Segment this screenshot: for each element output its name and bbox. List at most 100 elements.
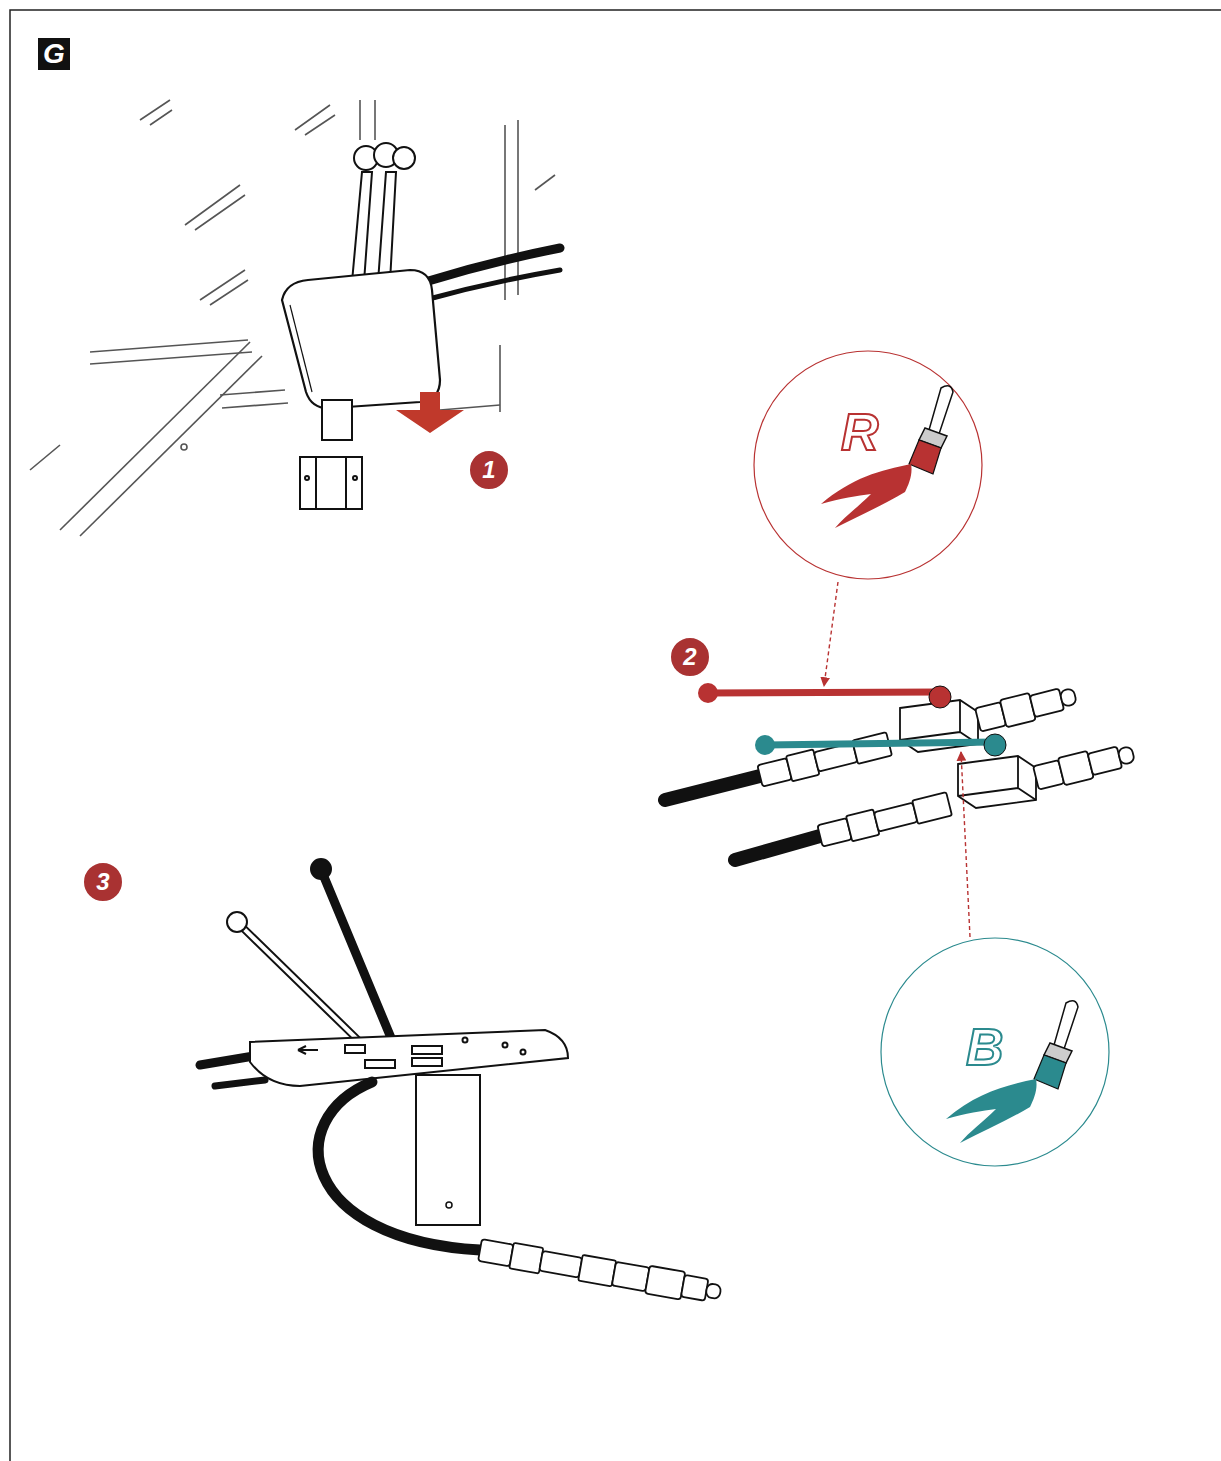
brush-handle (1054, 1001, 1078, 1049)
cab-window (30, 100, 555, 536)
callout-circle (881, 938, 1109, 1166)
hose-fitting (478, 1236, 723, 1306)
cable (215, 1080, 265, 1086)
screw (521, 1050, 526, 1055)
plate (250, 1030, 568, 1086)
page-frame (10, 10, 1221, 1461)
control-levers (352, 143, 415, 282)
coupler (681, 1275, 708, 1301)
brush-bristles (1034, 1055, 1066, 1089)
bracket-slot (316, 457, 346, 509)
glass-hatch (185, 185, 245, 230)
paint-brush (946, 1001, 1078, 1143)
screw (305, 476, 309, 480)
down-arrow (396, 392, 464, 433)
paint-brush (821, 386, 953, 528)
frame-line (504, 125, 506, 300)
hose (735, 836, 820, 860)
paint-letter: B (966, 1021, 1004, 1073)
callout-number: 1 (469, 450, 509, 490)
lever (352, 172, 372, 282)
callout-number: 2 (670, 637, 710, 677)
glass-hatch (140, 100, 172, 125)
fitting (874, 803, 918, 832)
glass-hatch (200, 270, 248, 305)
callout-badge (83, 862, 123, 902)
cable (425, 248, 560, 282)
lever (240, 925, 358, 1040)
lever-knob (227, 912, 247, 932)
circle-outline (753, 350, 983, 580)
lever-pivot (929, 686, 951, 708)
fitting (852, 732, 892, 764)
hoses (665, 776, 820, 860)
slot (345, 1045, 365, 1053)
frame-line (220, 390, 285, 395)
housing-edge (290, 305, 312, 392)
mount-tab (322, 400, 352, 440)
lever-plate (250, 1030, 568, 1086)
section-badge (38, 38, 70, 70)
lever-knob (755, 735, 775, 755)
fitting (478, 1239, 513, 1266)
frame-line (359, 100, 361, 140)
valve-body (958, 756, 1036, 808)
valve-edge (958, 756, 1036, 800)
mount-bracket (300, 457, 362, 509)
lever (322, 872, 394, 1045)
callout-number: 3 (83, 862, 123, 902)
frame-line (440, 405, 500, 410)
frame-line (222, 403, 288, 408)
plate-arrow (298, 1046, 318, 1054)
frame-line (30, 445, 60, 470)
paint-splash (946, 1079, 1037, 1143)
cable (425, 270, 560, 300)
coupler (1088, 747, 1122, 776)
plate-levers (227, 859, 394, 1045)
paint-letter: R (841, 406, 879, 458)
coupler-tip (1060, 688, 1077, 707)
screw (503, 1043, 508, 1048)
hose (665, 776, 760, 800)
frame-line (374, 100, 376, 140)
fitting (539, 1251, 582, 1278)
slot (365, 1060, 395, 1068)
lever-highlight (240, 925, 358, 1040)
teal-lever (765, 742, 995, 745)
paint-splash (821, 464, 912, 528)
mount-bracket (416, 1075, 480, 1225)
brush-handle (929, 386, 953, 434)
coupler-tip (1118, 746, 1135, 765)
screw (463, 1038, 468, 1043)
red-lever (708, 692, 940, 693)
screw (181, 444, 187, 450)
coupler (612, 1262, 650, 1292)
frame-line (517, 120, 519, 295)
paint-callout-circle: R (753, 350, 983, 580)
glass-hatch (535, 175, 555, 190)
screw (446, 1202, 452, 1208)
lever-knob (393, 147, 415, 169)
slot (412, 1058, 442, 1066)
control-cables (425, 248, 560, 300)
fitting (578, 1255, 616, 1287)
callout-circle (754, 351, 982, 579)
frame-line (90, 352, 252, 364)
bracket (300, 457, 362, 509)
callout-badge (469, 450, 509, 490)
coupler (645, 1266, 685, 1300)
leader-line (961, 752, 970, 937)
coupler-tip (705, 1283, 721, 1299)
lever-pivot (984, 734, 1006, 756)
callout-badge (670, 637, 710, 677)
fitting (912, 792, 952, 824)
leader-line (824, 582, 838, 686)
brush-bristles (909, 440, 941, 474)
lever-knob (311, 859, 331, 879)
lever (378, 172, 396, 282)
coupler (1030, 689, 1064, 718)
valve-levers (698, 683, 1006, 756)
